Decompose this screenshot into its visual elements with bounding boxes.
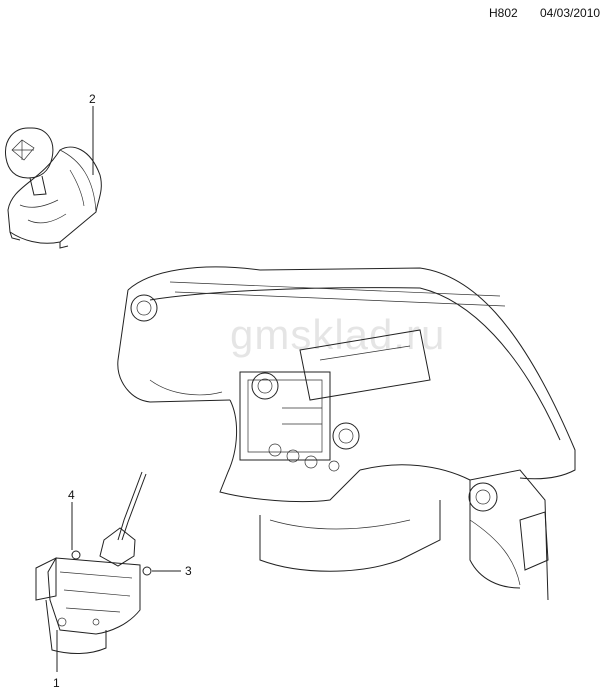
- dashboard-assembly: [117, 266, 576, 601]
- callout-label-4: 4: [68, 488, 75, 502]
- watermark: gmsklad.ru: [230, 311, 446, 358]
- gear-knob-boot: [5, 127, 102, 249]
- callout-label-1: 1: [53, 676, 60, 690]
- gear-shifter-mechanism: [35, 471, 152, 654]
- diagram-date: 04/03/2010: [540, 6, 600, 20]
- callout-label-3: 3: [185, 564, 192, 578]
- callout-label-2: 2: [89, 92, 96, 106]
- diagram-code: H802: [489, 6, 518, 20]
- callout-leaders: [56, 106, 181, 672]
